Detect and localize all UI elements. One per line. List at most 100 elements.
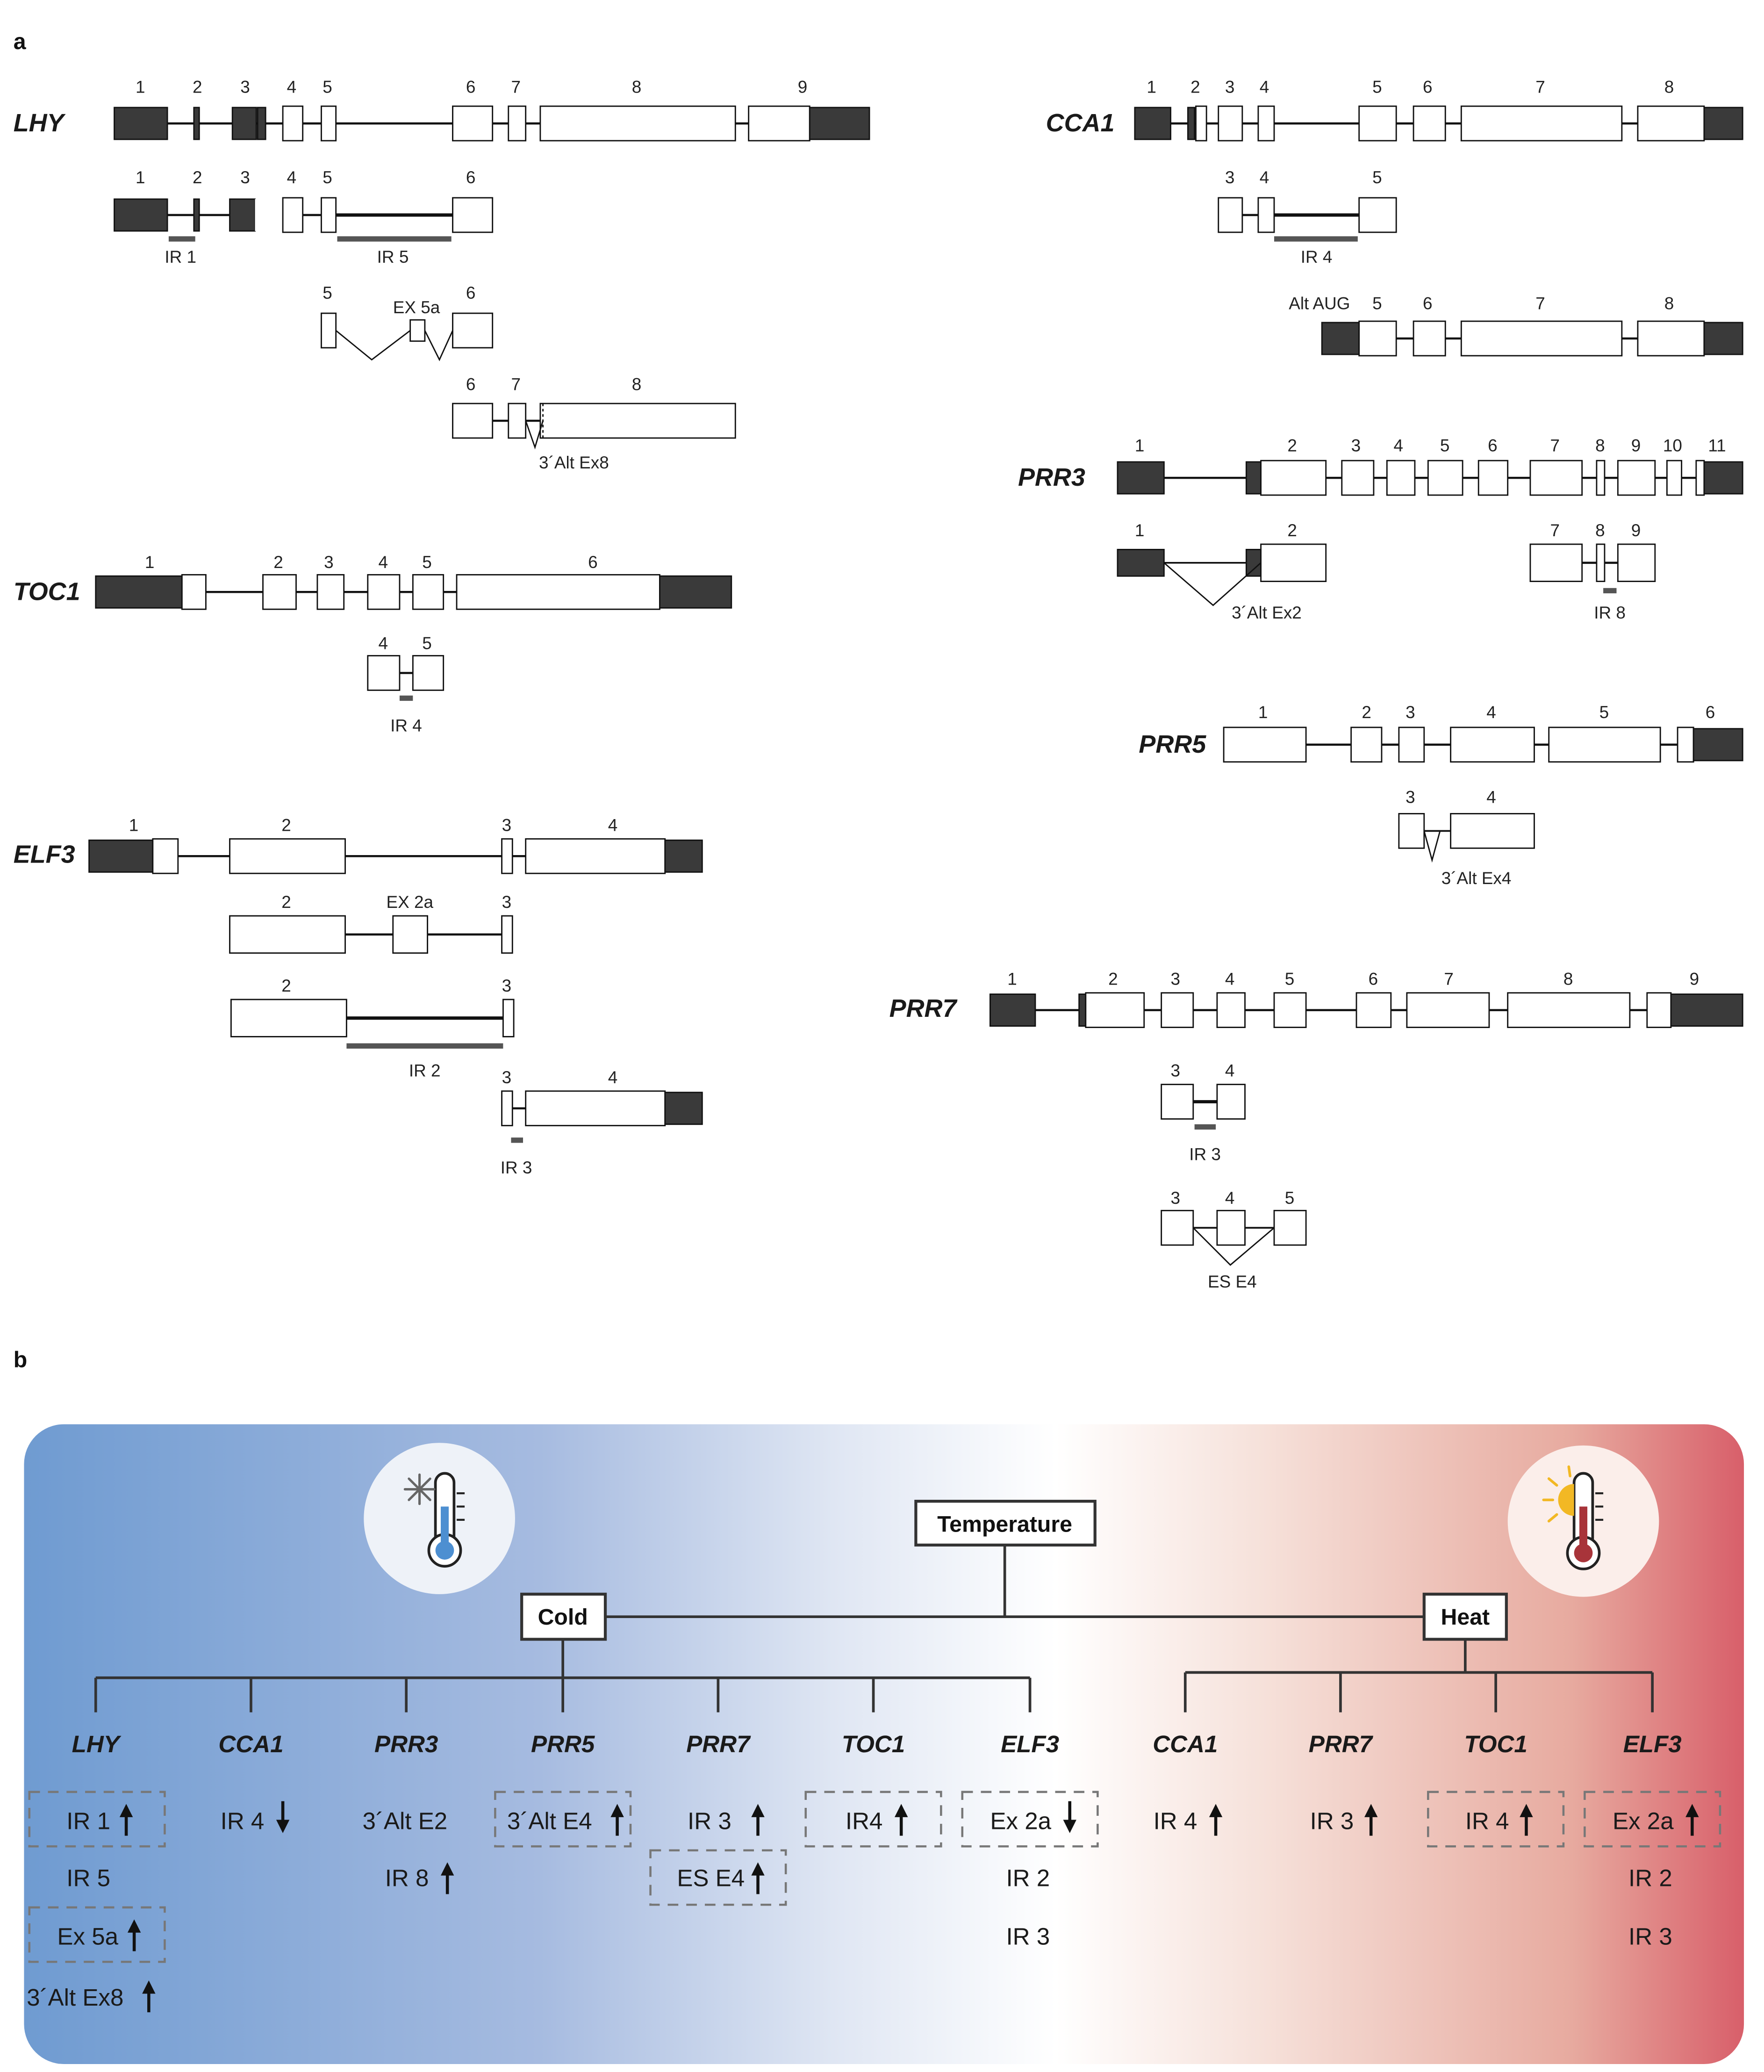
cold-lhy-ex5a: Ex 5a	[57, 1923, 118, 1950]
heat-gene-elf3: ELF3	[1623, 1731, 1682, 1757]
svg-text:4: 4	[1486, 703, 1496, 722]
svg-text:4: 4	[1260, 78, 1269, 97]
svg-text:4: 4	[1225, 970, 1235, 989]
svg-text:3: 3	[1405, 703, 1415, 722]
svg-text:1: 1	[136, 168, 145, 187]
snowflake-thermometer-icon	[364, 1443, 515, 1594]
svg-text:7: 7	[1444, 970, 1454, 989]
lhy-alt-ex8-isoform	[452, 403, 736, 450]
prr3-gene-model: PRR3	[1018, 460, 1743, 496]
cold-prr7-es-e4: ES E4	[677, 1865, 745, 1892]
svg-text:2: 2	[1287, 436, 1297, 455]
prr7-es-e4-isoform	[1161, 1209, 1307, 1266]
heat-node-label: Heat	[1441, 1604, 1490, 1630]
svg-text:8: 8	[1664, 294, 1674, 313]
elf3-ir3-label: IR 3	[501, 1158, 532, 1177]
svg-text:3: 3	[1225, 168, 1235, 187]
svg-text:6: 6	[466, 375, 476, 394]
svg-text:5: 5	[422, 553, 432, 572]
svg-text:1: 1	[129, 815, 139, 835]
svg-text:6: 6	[466, 168, 476, 187]
svg-text:3: 3	[502, 815, 512, 835]
svg-text:6: 6	[588, 553, 598, 572]
prr7-es-e4-label: ES E4	[1208, 1272, 1257, 1291]
svg-text:8: 8	[632, 375, 642, 394]
cca1-label: CCA1	[1046, 109, 1115, 137]
svg-text:6: 6	[1423, 78, 1433, 97]
svg-text:2: 2	[1190, 78, 1200, 97]
svg-text:8: 8	[632, 78, 642, 97]
heat-elf3-ir2: IR 2	[1628, 1865, 1672, 1892]
svg-text:2: 2	[1108, 970, 1118, 989]
svg-text:7: 7	[1535, 294, 1545, 313]
prr3-alt-ex2-label: 3´Alt Ex2	[1232, 603, 1302, 622]
prr3-label: PRR3	[1018, 463, 1085, 491]
svg-text:3: 3	[1405, 788, 1415, 807]
svg-text:2: 2	[281, 892, 291, 912]
lhy-gene-model: LHY	[14, 105, 870, 142]
elf3-ir2-label: IR 2	[409, 1061, 441, 1080]
svg-text:5: 5	[323, 168, 332, 187]
heat-toc1-ir4: IR 4	[1465, 1807, 1509, 1834]
cold-lhy-alt-ex8: 3´Alt Ex8	[27, 1984, 123, 2011]
svg-text:10: 10	[1663, 436, 1682, 455]
svg-text:2: 2	[193, 168, 202, 187]
svg-text:6: 6	[1706, 703, 1715, 722]
svg-text:6: 6	[466, 78, 476, 97]
svg-text:4: 4	[1225, 1188, 1235, 1208]
svg-text:2: 2	[1287, 521, 1297, 540]
cold-gene-elf3: ELF3	[1001, 1731, 1059, 1757]
svg-text:5: 5	[323, 78, 332, 97]
cold-prr5-alt-e4: 3´Alt E4	[507, 1807, 592, 1834]
cold-prr7-ir3: IR 3	[688, 1807, 731, 1834]
svg-text:5: 5	[1440, 436, 1450, 455]
cca1-alt-aug-label: Alt AUG	[1289, 294, 1350, 313]
svg-text:3: 3	[502, 892, 512, 912]
cca1-ir4-label: IR 4	[1301, 247, 1333, 266]
heat-elf3-ex2a: Ex 2a	[1613, 1807, 1674, 1834]
lhy-ir1-label: IR 1	[165, 247, 196, 266]
heat-node: Heat	[1422, 1592, 1508, 1641]
cold-elf3-ir2: IR 2	[1006, 1865, 1050, 1892]
svg-text:3: 3	[502, 976, 512, 995]
heat-prr7-ir3: IR 3	[1310, 1807, 1354, 1834]
svg-text:2: 2	[193, 78, 202, 97]
svg-text:7: 7	[1535, 78, 1545, 97]
svg-text:5: 5	[1285, 970, 1295, 989]
svg-text:4: 4	[379, 633, 388, 653]
lhy-ex5a-isoform	[321, 312, 494, 361]
cca1-alt-aug-isoform	[1321, 320, 1743, 357]
cold-elf3-ir3: IR 3	[1006, 1923, 1050, 1950]
prr7-ir3-label: IR 3	[1189, 1144, 1221, 1164]
panel-b-label: b	[14, 1347, 27, 1372]
svg-text:1: 1	[1147, 78, 1156, 97]
sun-thermometer-icon	[1507, 1445, 1659, 1597]
toc1-ir4-isoform	[367, 655, 445, 701]
prr5-alt-ex4-label: 3´Alt Ex4	[1441, 869, 1512, 888]
cca1-gene-model: CCA1	[1046, 105, 1743, 142]
svg-text:4: 4	[608, 1068, 618, 1087]
panel-a-label: a	[14, 29, 27, 54]
heat-gene-toc1: TOC1	[1464, 1731, 1527, 1757]
svg-text:7: 7	[1550, 436, 1560, 455]
svg-text:7: 7	[511, 375, 521, 394]
svg-text:9: 9	[1631, 436, 1641, 455]
cold-elf3-ex2a: Ex 2a	[990, 1807, 1051, 1834]
svg-text:4: 4	[1394, 436, 1404, 455]
lhy-label: LHY	[14, 109, 66, 137]
svg-text:9: 9	[1690, 970, 1699, 989]
cca1-ir4-isoform	[1218, 197, 1397, 242]
lhy-ex5a-label: EX 5a	[393, 298, 440, 317]
svg-text:3: 3	[240, 78, 250, 97]
svg-text:2: 2	[281, 815, 291, 835]
cold-toc1-ir4: IR4	[846, 1807, 883, 1834]
svg-text:9: 9	[1631, 521, 1641, 540]
prr7-label: PRR7	[889, 994, 958, 1022]
svg-text:9: 9	[798, 78, 808, 97]
svg-text:1: 1	[1007, 970, 1017, 989]
svg-text:2: 2	[1362, 703, 1371, 722]
prr3-alt-ex2-isoform	[1117, 543, 1327, 606]
svg-text:5: 5	[1285, 1188, 1295, 1208]
svg-text:8: 8	[1664, 78, 1674, 97]
